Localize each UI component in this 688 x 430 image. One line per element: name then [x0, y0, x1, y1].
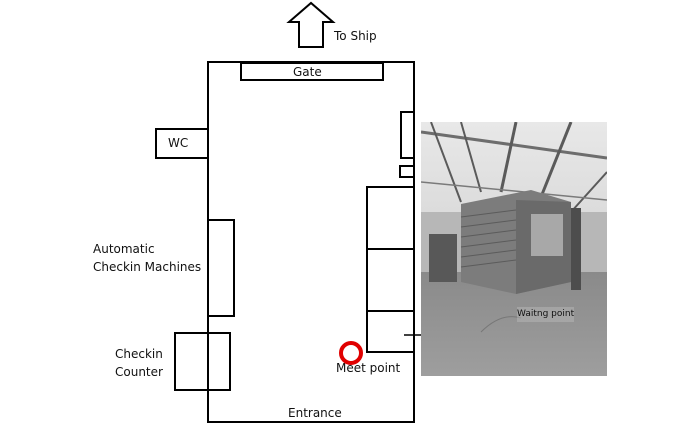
meet-point-label: Meet point [336, 361, 401, 375]
automatic-checkin-label-line2: Checkin Machines [93, 260, 202, 274]
right-block-2 [366, 248, 415, 312]
right-block-3 [366, 310, 415, 353]
checkin-counter-box [174, 332, 231, 391]
wc-label: WC [168, 136, 189, 150]
entrance-label: Entrance [288, 406, 342, 420]
checkin-counter-label-line1: Checkin [115, 347, 163, 361]
automatic-checkin-label-line1: Automatic [93, 242, 155, 256]
gate-box [240, 62, 384, 81]
waiting-area-photo-drawing [421, 122, 607, 376]
waiting-point-label: Waitng point [517, 307, 575, 322]
up-arrow-icon [286, 1, 336, 48]
gate-label: Gate [293, 65, 322, 79]
right-block-1 [366, 186, 415, 250]
right-small-room-bottom [399, 165, 415, 178]
to-ship-label: To Ship [334, 29, 377, 43]
wc-box [155, 128, 209, 159]
right-small-room-top [400, 111, 415, 159]
waiting-area-photo [421, 122, 607, 376]
automatic-checkin-machines-box [207, 219, 235, 317]
checkin-counter-label-line2: Counter [115, 365, 163, 379]
